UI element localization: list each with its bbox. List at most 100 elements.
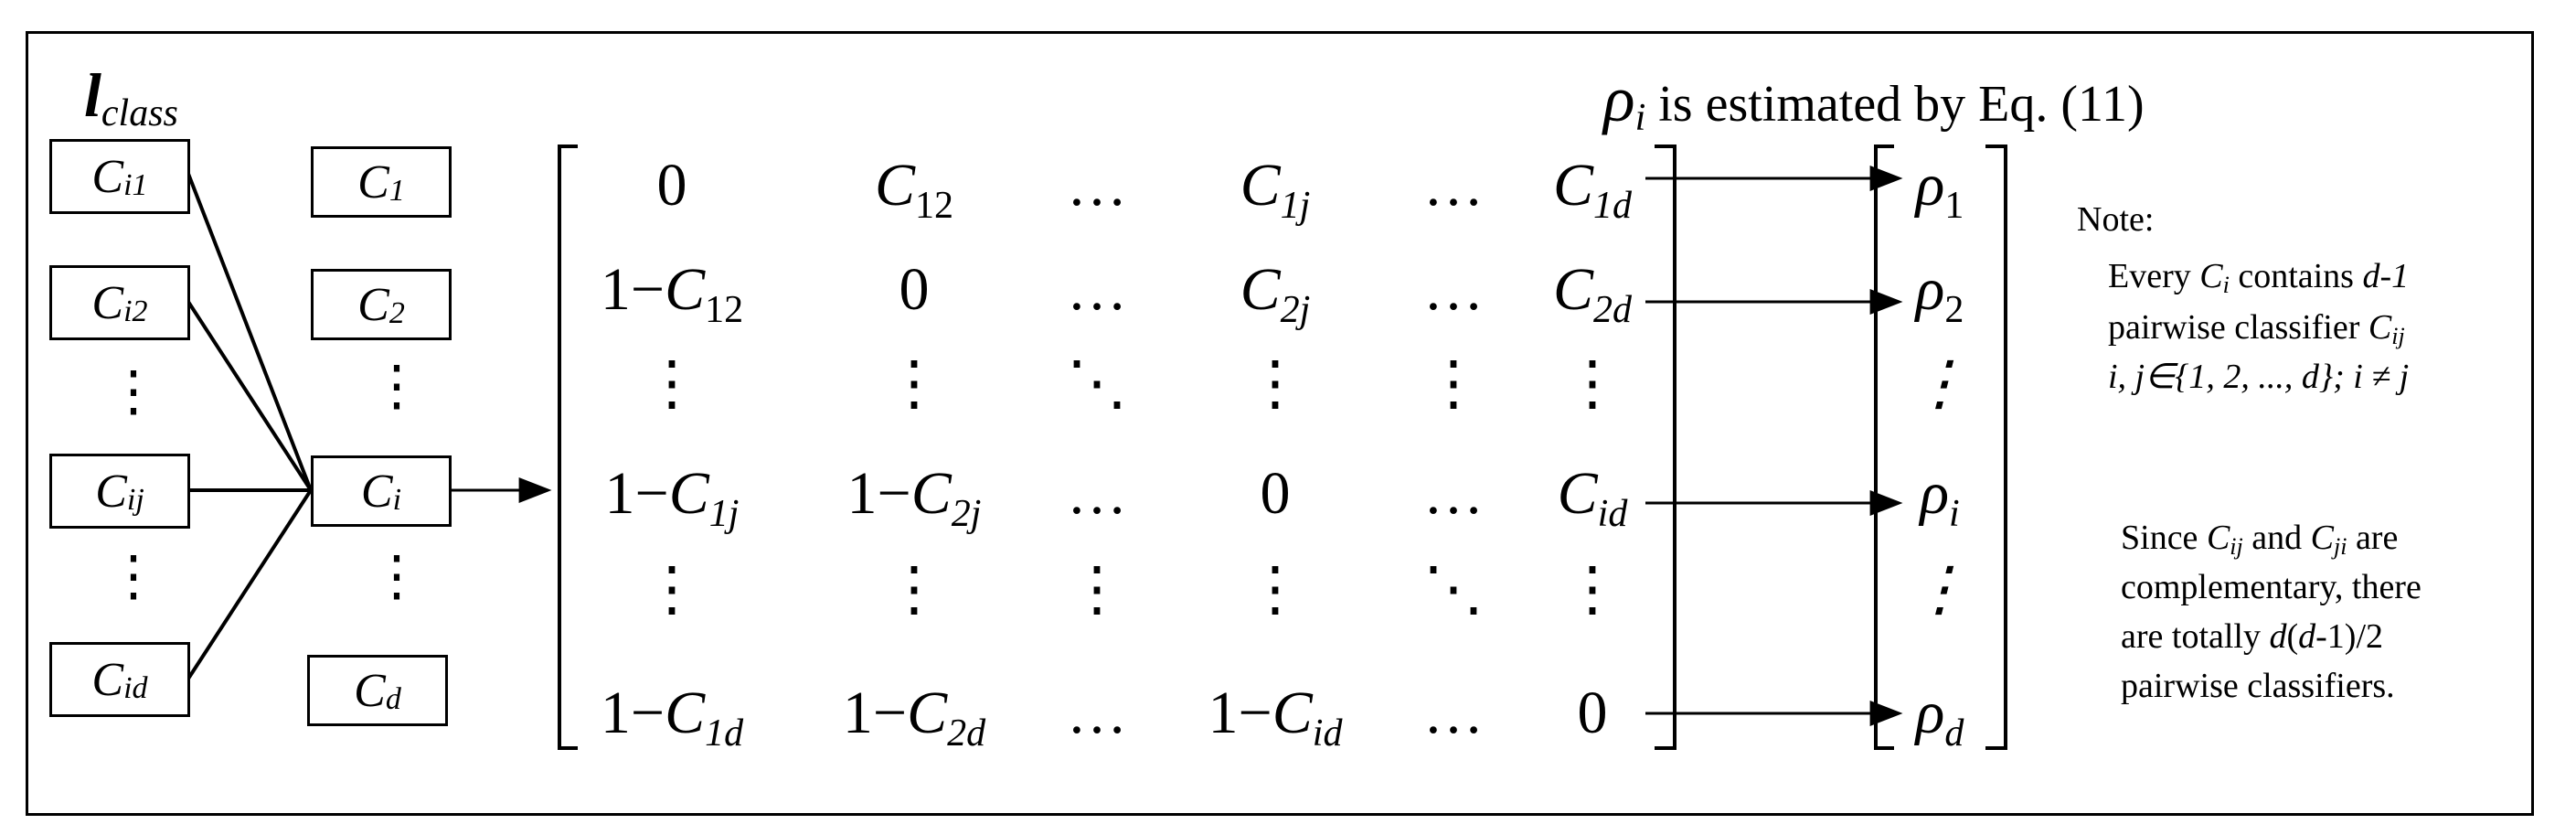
note-p2-line-2: complementary, there bbox=[2121, 568, 2422, 606]
note-p2-line-1: Since Cij and Cji are bbox=[2121, 518, 2398, 560]
rho-heading-subscript: i bbox=[1634, 97, 1646, 139]
matrix-cell-r5-c2: ⋮ bbox=[884, 556, 944, 623]
class-box-symbol: C bbox=[95, 465, 127, 518]
note-text: contains bbox=[2229, 257, 2363, 295]
matrix-cell-r2-c5: … bbox=[1423, 256, 1484, 323]
rho-heading-symbol: ρ bbox=[1603, 62, 1635, 135]
rho-vector-entry-5: ⋮ bbox=[1910, 556, 1970, 623]
note-symbol: C bbox=[2206, 519, 2230, 557]
note-subscript: ij bbox=[2391, 323, 2405, 349]
matrix-cell-r6-c1: 1−C1d bbox=[600, 680, 744, 755]
lclass-label: lclass bbox=[84, 64, 178, 133]
note-symbol: C bbox=[2368, 308, 2392, 347]
matrix-cell-r1-c2: C12 bbox=[874, 152, 954, 227]
matrix-cell-r3-c6: ⋮ bbox=[1562, 350, 1623, 417]
classifier-box-sub: d bbox=[385, 682, 401, 716]
figure-frame bbox=[26, 31, 2534, 816]
rho-heading: ρi is estimated by Eq. (11) bbox=[1603, 66, 2145, 137]
note-p2-line-3: are totally d(d-1)/2 bbox=[2121, 616, 2383, 658]
edge-cid-ci bbox=[186, 488, 313, 680]
class-box-sub: i1 bbox=[123, 168, 148, 202]
matrix-cell-r5-c1: ⋮ bbox=[642, 556, 702, 623]
matrix-right-bracket bbox=[1655, 145, 1677, 750]
note-subscript: ji bbox=[2333, 533, 2347, 560]
note-text: ( bbox=[2286, 617, 2299, 656]
matrix-cell-r2-c1: 1−C12 bbox=[600, 256, 744, 331]
rho-heading-text: is estimated by Eq. (11) bbox=[1645, 76, 2145, 133]
note-line-1: Every Ci contains d-1 bbox=[2108, 256, 2409, 298]
edge-ci2-ci bbox=[186, 300, 313, 492]
note-symbol: C bbox=[2310, 519, 2334, 557]
note-line-2: pairwise classifier Cij bbox=[2108, 307, 2405, 349]
class-box-sub: id bbox=[123, 671, 148, 705]
note-subscript: i bbox=[2222, 272, 2230, 298]
matrix-cell-r3-c2: ⋮ bbox=[884, 350, 944, 417]
note-symbol: C bbox=[2199, 257, 2223, 295]
left-dots-2: ⋮ bbox=[106, 546, 161, 606]
note-block: Note: bbox=[2077, 199, 2154, 241]
rho-vector-entry-2: ρ2 bbox=[1915, 256, 1964, 331]
class-box-symbol: C bbox=[91, 276, 124, 329]
note-text: Since bbox=[2121, 519, 2207, 557]
note-p2-line-4: pairwise classifiers. bbox=[2121, 667, 2395, 705]
rho-vector-entry-1: ρ1 bbox=[1915, 152, 1964, 227]
matrix-cell-r4-c2: 1−C2j bbox=[846, 460, 982, 535]
matrix-cell-r4-c3: … bbox=[1067, 460, 1127, 527]
matrix-cell-r6-c3: … bbox=[1067, 680, 1127, 746]
rho-vector-entry-6: ρd bbox=[1915, 680, 1964, 755]
note-text-italic: d bbox=[2269, 617, 2287, 656]
matrix-cell-r1-c1: 0 bbox=[656, 152, 687, 219]
note-subscript: ij bbox=[2230, 533, 2243, 560]
classifier-box-symbol: C bbox=[360, 465, 393, 518]
note-text: and bbox=[2242, 519, 2311, 557]
lclass-symbol: l bbox=[84, 60, 101, 130]
vector-right-bracket bbox=[1985, 145, 2007, 750]
note-text: pairwise classifier bbox=[2108, 308, 2368, 347]
classifier-box-symbol: C bbox=[357, 155, 389, 209]
classifier-box-symbol: C bbox=[354, 664, 386, 717]
note-text: are bbox=[2347, 519, 2399, 557]
note-text: Every bbox=[2108, 257, 2200, 295]
matrix-cell-r1-c4: C1j bbox=[1240, 152, 1311, 227]
matrix-cell-r2-c4: C2j bbox=[1240, 256, 1311, 331]
note-text: -1)/2 bbox=[2315, 617, 2384, 656]
class-box-symbol: C bbox=[91, 653, 124, 706]
lclass-subscript: class bbox=[101, 92, 178, 134]
class-box-sub: ij bbox=[126, 483, 144, 517]
note-title: Note: bbox=[2077, 200, 2155, 239]
class-box-sub: i2 bbox=[123, 294, 148, 328]
rho-vector-entry-4: ρi bbox=[1920, 460, 1960, 535]
note-text-italic: d-1 bbox=[2362, 257, 2410, 295]
matrix-left-bracket bbox=[558, 145, 578, 750]
matrix-cell-r1-c6: C1d bbox=[1552, 152, 1633, 227]
matrix-cell-r1-c5: … bbox=[1423, 152, 1484, 219]
classifier-box-symbol: C bbox=[357, 278, 389, 331]
classifier-dots-2: ⋮ bbox=[369, 546, 424, 606]
matrix-cell-r6-c6: 0 bbox=[1577, 680, 1608, 746]
matrix-cell-r2-c3: … bbox=[1067, 256, 1127, 323]
matrix-cell-r6-c5: … bbox=[1423, 680, 1484, 746]
matrix-cell-r3-c4: ⋮ bbox=[1245, 350, 1305, 417]
vector-left-bracket bbox=[1874, 145, 1894, 750]
matrix-cell-r5-c3: ⋮ bbox=[1067, 556, 1127, 623]
classifier-box-sub: 1 bbox=[389, 174, 405, 208]
classifier-box-sub: i bbox=[392, 483, 402, 517]
matrix-cell-r4-c4: 0 bbox=[1260, 460, 1291, 527]
left-dots-1: ⋮ bbox=[106, 361, 161, 422]
matrix-cell-r4-c5: … bbox=[1423, 460, 1484, 527]
matrix-cell-r6-c2: 1−C2d bbox=[842, 680, 986, 755]
note-text: are totally bbox=[2121, 617, 2270, 656]
matrix-cell-r4-c1: 1−C1j bbox=[604, 460, 740, 535]
classifier-box-sub: 2 bbox=[389, 296, 405, 330]
classifier-dots-1: ⋮ bbox=[369, 356, 424, 416]
rho-vector-entry-3: ⋮ bbox=[1910, 350, 1970, 417]
matrix-cell-r2-c2: 0 bbox=[899, 256, 930, 323]
